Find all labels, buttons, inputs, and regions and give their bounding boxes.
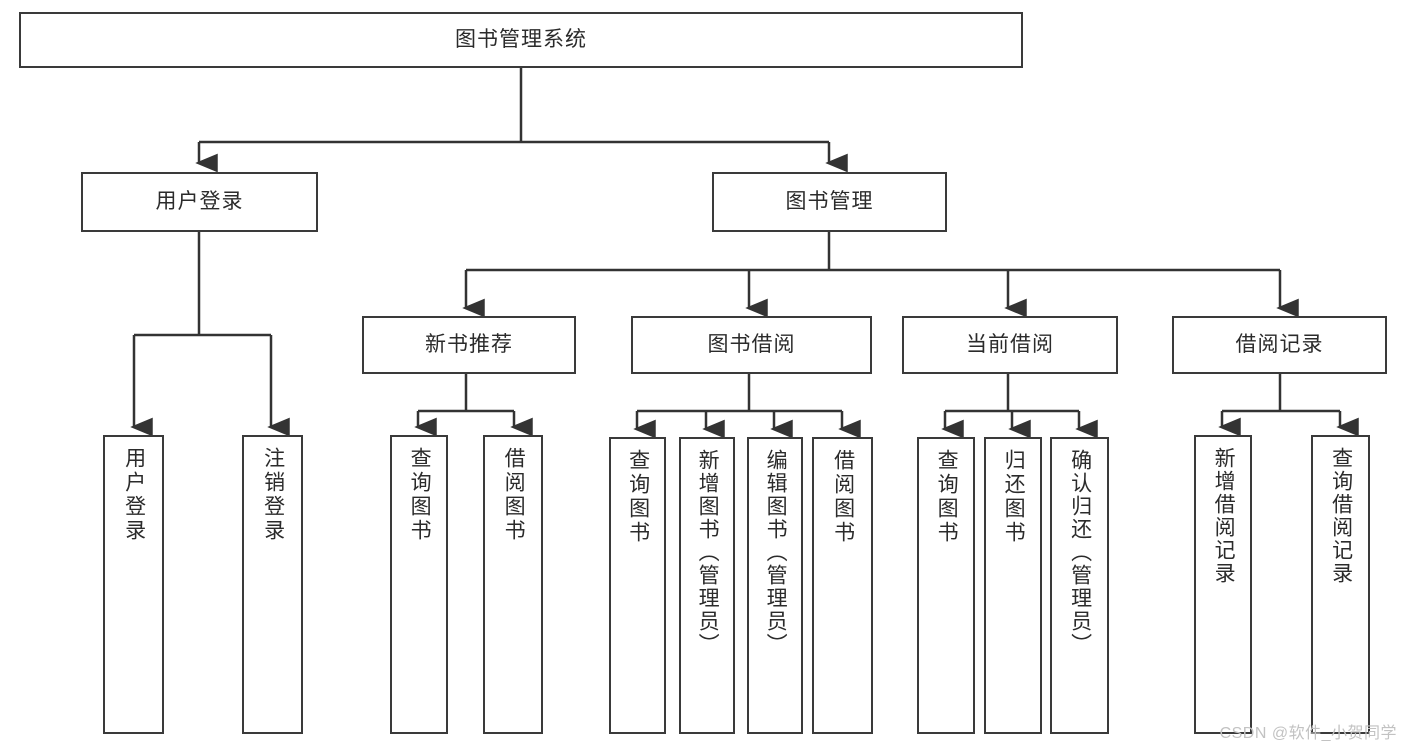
leaf-label: 用户登录: [122, 447, 146, 543]
leaf-user-login-login[interactable]: 用户登录: [103, 435, 164, 734]
leaf-new-book-borrow[interactable]: 借阅图书: [483, 435, 543, 734]
leaf-label: 查询图书: [626, 449, 650, 545]
leaf-label: 新增借阅记录: [1212, 447, 1236, 585]
leaf-label: 新增图书（管理员）: [696, 449, 720, 656]
leaf-borrow-add-book[interactable]: 新增图书（管理员）: [679, 437, 735, 734]
leaf-label: 查询图书: [935, 449, 959, 545]
node-current-borrow-label: 当前借阅: [966, 333, 1054, 357]
node-root-label: 图书管理系统: [455, 28, 587, 52]
node-book-borrow-label: 图书借阅: [707, 333, 796, 357]
csdn-watermark: CSDN @软件_小贺同学: [1219, 725, 1397, 742]
node-book-manage-label: 图书管理: [785, 190, 874, 214]
node-new-book-recommend[interactable]: 新书推荐: [362, 316, 576, 374]
leaf-record-query[interactable]: 查询借阅记录: [1311, 435, 1370, 734]
leaf-label: 查询图书: [408, 447, 432, 543]
leaf-current-confirm-return[interactable]: 确认归还（管理员）: [1050, 437, 1109, 734]
leaf-user-login-logout[interactable]: 注销登录: [242, 435, 303, 734]
node-borrow-record[interactable]: 借阅记录: [1172, 316, 1387, 374]
leaf-record-add[interactable]: 新增借阅记录: [1194, 435, 1252, 734]
node-current-borrow[interactable]: 当前借阅: [902, 316, 1118, 374]
leaf-borrow-edit-book[interactable]: 编辑图书（管理员）: [747, 437, 803, 734]
leaf-label: 归还图书: [1002, 449, 1026, 545]
node-borrow-record-label: 借阅记录: [1235, 333, 1324, 357]
leaf-label: 查询借阅记录: [1329, 447, 1353, 585]
node-new-book-recommend-label: 新书推荐: [425, 333, 513, 357]
leaf-borrow-query[interactable]: 查询图书: [609, 437, 666, 734]
leaf-label: 借阅图书: [502, 447, 526, 543]
node-book-borrow[interactable]: 图书借阅: [631, 316, 872, 374]
leaf-current-query[interactable]: 查询图书: [917, 437, 975, 734]
node-user-login[interactable]: 用户登录: [81, 172, 318, 232]
leaf-new-book-query[interactable]: 查询图书: [390, 435, 448, 734]
node-user-login-label: 用户登录: [155, 190, 244, 214]
leaf-borrow-borrow-book[interactable]: 借阅图书: [812, 437, 873, 734]
node-root[interactable]: 图书管理系统: [19, 12, 1023, 68]
leaf-label: 注销登录: [261, 447, 285, 543]
leaf-label: 借阅图书: [831, 449, 855, 545]
leaf-label: 编辑图书（管理员）: [764, 449, 788, 656]
node-book-manage[interactable]: 图书管理: [712, 172, 947, 232]
leaf-current-return[interactable]: 归还图书: [984, 437, 1042, 734]
leaf-label: 确认归还（管理员）: [1068, 449, 1092, 656]
